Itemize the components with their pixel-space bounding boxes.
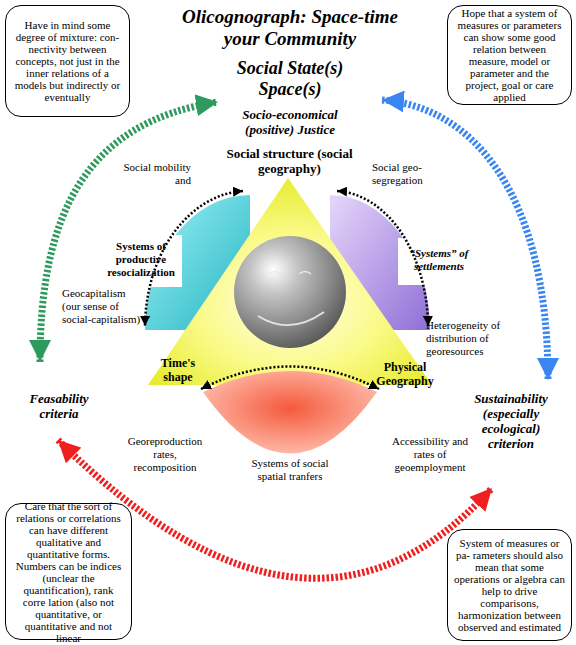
wedge-node: Systems of social spatial tranfers bbox=[198, 350, 383, 485]
wedge-label: Systems of productive resocialization bbox=[102, 240, 180, 279]
face-smile bbox=[258, 312, 324, 325]
concept-label: Geocapitalism (our sense of social-capit… bbox=[62, 287, 146, 326]
corner-label: Physical Geography bbox=[371, 360, 439, 388]
callout-text: Care that the sort of relations or corre… bbox=[11, 500, 126, 644]
face-eye bbox=[269, 272, 281, 275]
face-sphere bbox=[234, 236, 346, 348]
concept-label: Heterogeneity of distribution of georeso… bbox=[426, 319, 516, 358]
triangle-node: Social structure (social geography)Time'… bbox=[145, 170, 435, 388]
wedge-label: Systems of social spatial tranfers bbox=[240, 457, 340, 483]
callout-box: Have in mind some degree of mixture: con… bbox=[5, 5, 130, 117]
dashed-arrow bbox=[382, 100, 548, 380]
callout-text: Have in mind some degree of mixture: con… bbox=[11, 19, 124, 103]
wedge-notch bbox=[98, 235, 182, 287]
concept-label: Feasability criteria bbox=[20, 391, 98, 421]
face-eye bbox=[299, 272, 311, 275]
callout-text: Hope that a system of measures or parame… bbox=[453, 7, 566, 103]
corner-label: Social structure (social geography) bbox=[217, 146, 362, 176]
shape-outline bbox=[145, 170, 435, 388]
diagram-title: Olicognograph: Space-time your Community bbox=[163, 6, 417, 50]
wedge-label: “Systems” of settlements bbox=[401, 247, 477, 273]
concept-label: Social mobility and bbox=[115, 161, 191, 187]
fan-shape bbox=[203, 371, 377, 454]
callout-text: System of measures or pa- rameters shoul… bbox=[453, 537, 566, 633]
corner-label: Time's shape bbox=[153, 356, 203, 384]
callout-box: System of measures or pa- rameters shoul… bbox=[447, 529, 572, 641]
callout-box: Hope that a system of measures or parame… bbox=[447, 5, 572, 105]
concept-label: Social State(s) Space(s) bbox=[220, 58, 360, 100]
concept-label: Georeproduction rates, recomposition bbox=[124, 435, 206, 474]
triangle-shape bbox=[148, 178, 432, 385]
concept-label: Accessibility and rates of geoemployment bbox=[384, 435, 476, 474]
callout-box: Care that the sort of relations or corre… bbox=[5, 503, 132, 640]
wedge-notch bbox=[398, 238, 480, 285]
concept-label: Social geo- segregation bbox=[372, 161, 436, 187]
concept-label: Sustainability (especially ecological) c… bbox=[464, 391, 558, 451]
concept-label: Socio-economical (positive) Justice bbox=[220, 107, 360, 137]
